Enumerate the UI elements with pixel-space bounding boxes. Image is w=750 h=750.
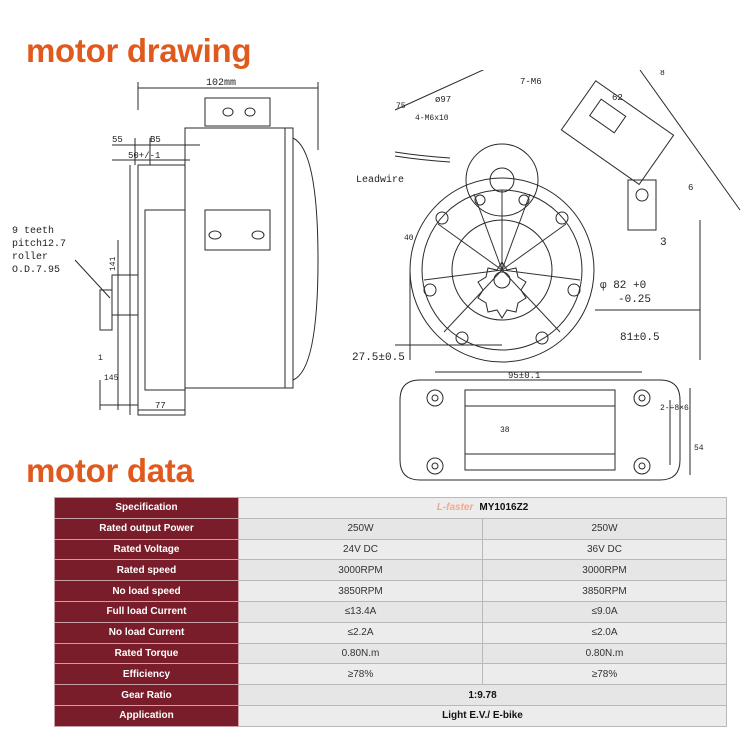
application-value: Light E.V./ E-bike: [238, 704, 727, 727]
dim-77: 77: [155, 401, 166, 411]
model-number: MY1016Z2: [479, 502, 529, 514]
row-value-36v: ≥78%: [482, 663, 727, 686]
teeth-note-3: roller: [12, 251, 48, 263]
dim-38: 38: [500, 426, 510, 435]
leadwire-label: Leadwire: [356, 174, 404, 186]
row-value-36v: ≤9.0A: [482, 600, 727, 623]
dim-62: 62: [612, 93, 623, 103]
row-value-24v: 0.80N.m: [238, 642, 483, 665]
row-value-36v: 3000RPM: [482, 559, 727, 582]
table-row: Rated Voltage 24V DC 36V DC: [54, 538, 727, 561]
row-value-36v: 0.80N.m: [482, 642, 727, 665]
row-label: Rated speed: [54, 559, 239, 582]
dim-102mm: 102mm: [206, 78, 236, 89]
row-value-24v: 24V DC: [238, 538, 483, 561]
dim-side: 2-÷8×6: [660, 404, 689, 413]
dim-40: 40: [404, 234, 414, 243]
brand-name: L-faster: [436, 502, 474, 514]
row-label: Gear Ratio: [54, 684, 239, 706]
table-row: Efficiency ≥78% ≥78%: [54, 663, 727, 686]
row-label: Full load Current: [54, 600, 239, 623]
dim-141: 141: [109, 256, 118, 271]
row-value-36v: 3850RPM: [482, 580, 727, 602]
row-label: No load Current: [54, 621, 239, 644]
dim-3: 3: [660, 237, 667, 249]
table-row-application: Application Light E.V./ E-bike: [54, 704, 727, 727]
row-value-24v: 250W: [238, 517, 483, 540]
table-row: Rated output Power 250W 250W: [54, 517, 727, 540]
dim-8: 8: [660, 70, 665, 78]
table-row: No load speed 3850RPM 3850RPM: [54, 580, 727, 602]
row-label: Rated Torque: [54, 642, 239, 665]
teeth-note-2: pitch12.7: [12, 238, 66, 250]
table-header-row: Specification L-faster MY1016Z2: [54, 497, 727, 519]
dim-27-5: 27.5±0.5: [352, 352, 405, 364]
brand-model-cell: L-faster MY1016Z2: [238, 497, 727, 519]
row-value-24v: ≤2.2A: [238, 621, 483, 644]
row-value-24v: ≥78%: [238, 663, 483, 686]
motor-data-heading: motor data: [26, 452, 194, 489]
row-label: Rated Voltage: [54, 538, 239, 561]
table-row: Rated speed 3000RPM 3000RPM: [54, 559, 727, 582]
dim-m6: 4-M6x10: [415, 114, 449, 123]
row-value-36v: 36V DC: [482, 538, 727, 561]
row-value-24v: 3000RPM: [238, 559, 483, 582]
dim-97: ø97: [435, 95, 451, 105]
dim-54: 54: [694, 444, 704, 453]
teeth-note-4: O.D.7.95: [12, 265, 60, 276]
spec-header-label: Specification: [54, 497, 239, 519]
row-value-36v: 250W: [482, 517, 727, 540]
row-label: Application: [54, 704, 239, 727]
teeth-note-1: 9 teeth: [12, 225, 54, 237]
dim-1: 1: [98, 354, 103, 363]
table-row: Full load Current ≤13.4A ≤9.0A: [54, 600, 727, 623]
row-value-24v: 3850RPM: [238, 580, 483, 602]
row-value-36v: ≤2.0A: [482, 621, 727, 644]
dim-b5: B5: [150, 135, 161, 145]
row-label: Efficiency: [54, 663, 239, 686]
dim-phi82: φ 82 +0: [600, 280, 646, 292]
dim-7m6: 7-M6: [520, 77, 542, 87]
row-label: No load speed: [54, 580, 239, 602]
table-row-gear-ratio: Gear Ratio 1:9.78: [54, 684, 727, 706]
dim-145: 145: [104, 374, 119, 383]
dim-75: 75: [396, 102, 406, 111]
dim-95: 95±0.1: [508, 371, 540, 381]
dim-6: 6: [688, 183, 693, 193]
dim-50: 50+/-1: [128, 151, 160, 161]
dim-55: 55: [112, 135, 123, 145]
motor-drawing-heading: motor drawing: [26, 32, 252, 69]
row-value-24v: ≤13.4A: [238, 600, 483, 623]
row-label: Rated output Power: [54, 517, 239, 540]
table-row: Rated Torque 0.80N.m 0.80N.m: [54, 642, 727, 665]
dim-phi82-tol: -0.25: [618, 294, 651, 306]
table-row: No load Current ≤2.2A ≤2.0A: [54, 621, 727, 644]
dim-81: 81±0.5: [620, 332, 660, 344]
spec-table: Specification L-faster MY1016Z2 Rated out…: [54, 497, 727, 727]
motor-technical-drawing: 102mm 55 B5 50+/-1 141 9 teeth pitch12.7…: [12, 70, 741, 481]
gear-ratio-value: 1:9.78: [238, 684, 727, 706]
